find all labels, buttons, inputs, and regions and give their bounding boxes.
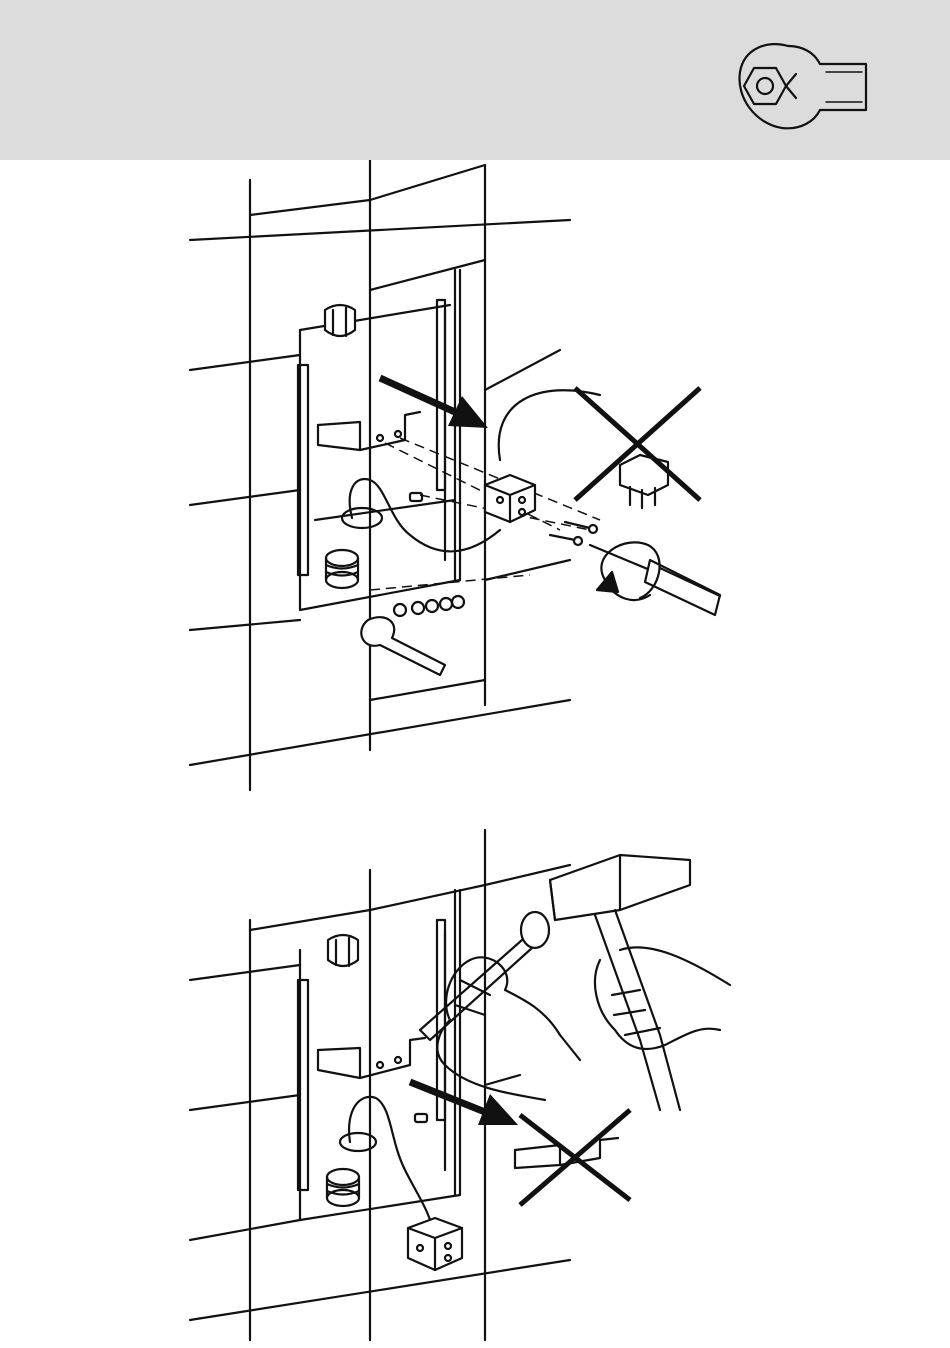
- pin: [415, 1114, 427, 1122]
- recess-box: [298, 890, 460, 1220]
- illustration-remove-connector: [0, 160, 950, 800]
- connector-removal-drawing: [0, 160, 950, 800]
- tile-wall: [190, 160, 570, 790]
- sealing-ring: [327, 1169, 359, 1206]
- right-hand: [595, 947, 730, 1049]
- arrow: [380, 378, 488, 428]
- hammer: [550, 855, 690, 1110]
- cross-mark: [575, 388, 700, 500]
- wrench-icon: [730, 38, 870, 132]
- bracket: [318, 1038, 425, 1078]
- header-band: [0, 0, 950, 160]
- washers: [394, 596, 464, 616]
- cross-mark: [520, 1110, 630, 1205]
- illustration-remove-bracket: [0, 820, 950, 1348]
- bracket-removal-drawing: [0, 820, 950, 1348]
- wire-connector: [485, 475, 535, 522]
- sealing-ring: [326, 550, 358, 588]
- valve-nut: [328, 935, 358, 966]
- pin: [410, 493, 422, 501]
- valve-nut: [325, 305, 355, 336]
- tile-wall: [190, 830, 570, 1340]
- screw: [550, 522, 597, 545]
- wrench: [361, 617, 445, 675]
- wire-connector: [408, 1218, 462, 1270]
